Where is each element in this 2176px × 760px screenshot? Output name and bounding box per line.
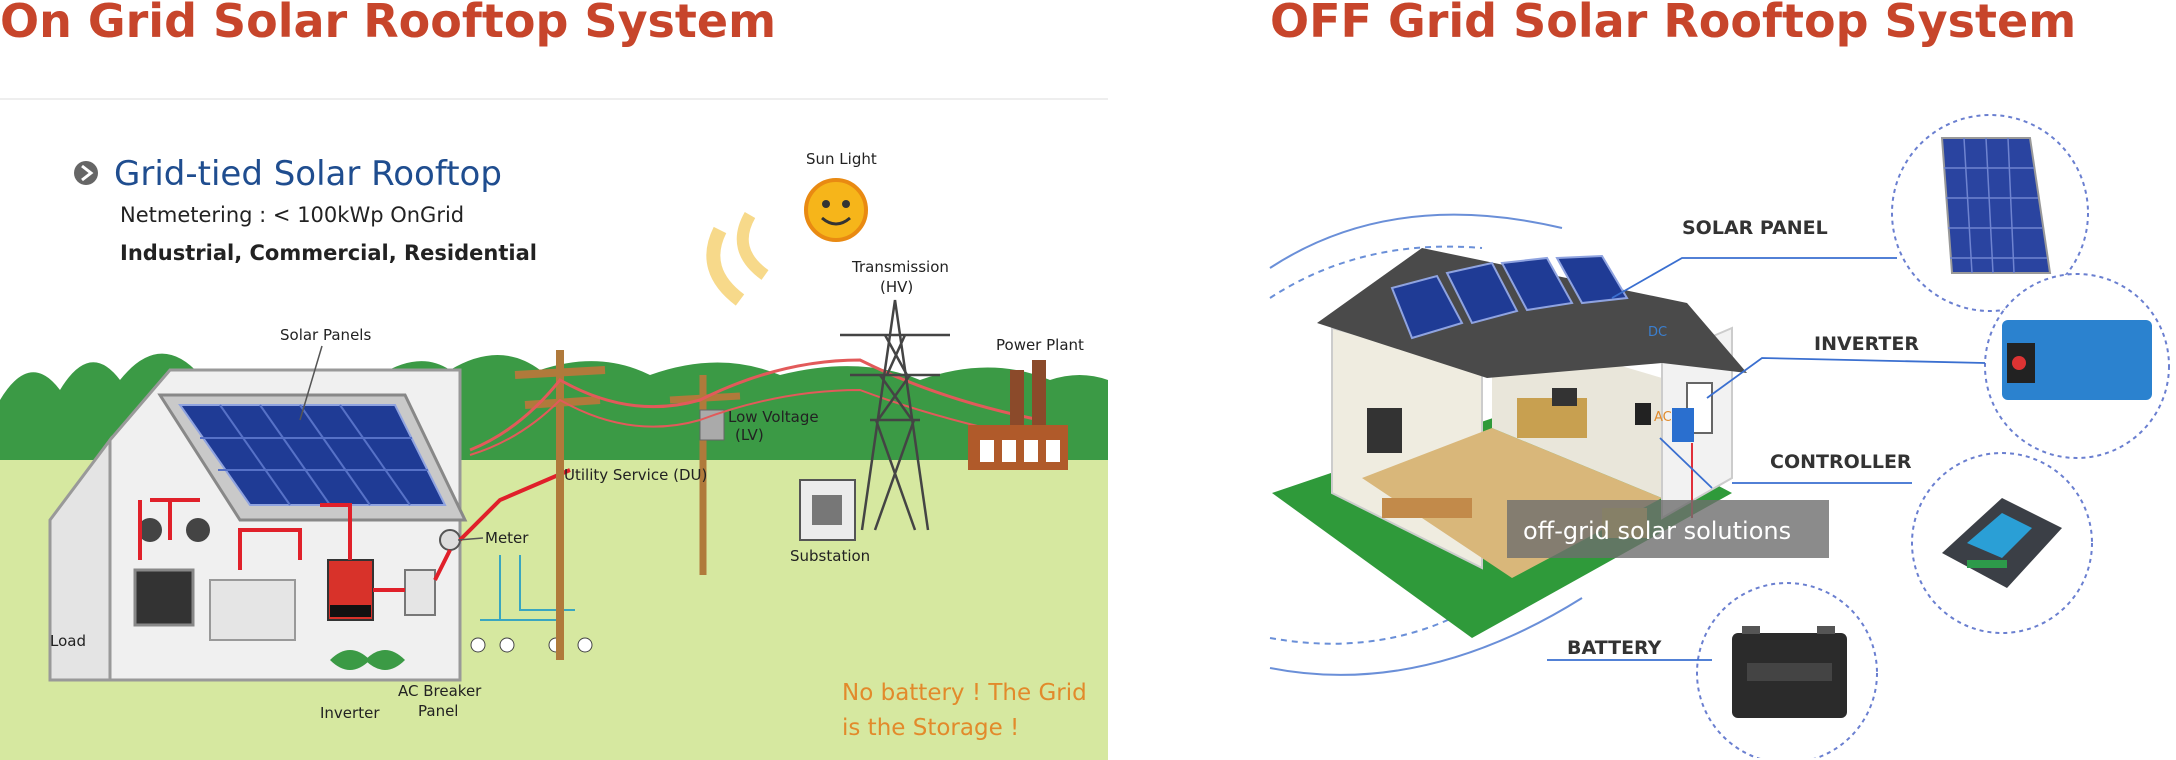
battery-label: BATTERY: [1567, 637, 1662, 659]
inverter-callout-label: INVERTER: [1814, 333, 1919, 355]
tv-icon: [133, 568, 195, 627]
lv-label: (LV): [735, 426, 764, 444]
substation-label: Substation: [790, 547, 870, 565]
solar-panel-label: SOLAR PANEL: [1682, 217, 1828, 239]
sun-icon: [804, 178, 868, 242]
utility-service-label: Utility Service (DU): [564, 466, 707, 484]
meter-icon: [439, 529, 461, 551]
ac-breaker-panel-label: Panel: [418, 702, 458, 720]
low-voltage-label: Low Voltage: [728, 408, 819, 426]
breaker-panel-icon: [404, 569, 436, 616]
meter-label: Meter: [485, 529, 529, 547]
inverter-device-icon: [2002, 320, 2152, 400]
wall-inverter-icon: [1672, 408, 1694, 442]
sun-label: Sun Light: [806, 150, 877, 168]
storage-note-line1: No battery ! The Grid: [842, 680, 1087, 706]
bed-icon: [1382, 498, 1472, 518]
dc-label: DC: [1648, 325, 1667, 340]
transmission-tower-icon: [840, 299, 950, 531]
on-grid-diagram: Grid-tied Solar Rooftop Netmetering : < …: [0, 98, 1108, 760]
lamp-icon: [138, 518, 162, 542]
washer-icon: [209, 579, 296, 641]
controller-label: CONTROLLER: [1770, 451, 1912, 473]
wall-controller-icon: [1635, 403, 1651, 425]
transmission-label: Transmission: [851, 258, 949, 276]
hv-label: (HV): [880, 278, 913, 296]
storage-note-line2: is the Storage !: [842, 715, 1019, 741]
off-grid-diagram: DC AC off-grid solar solutions SOLAR PAN…: [1262, 98, 2176, 758]
title-bullet-icon: [74, 161, 98, 185]
solar-panels-label: Solar Panels: [280, 326, 371, 344]
diagram-title: Grid-tied Solar Rooftop: [114, 154, 502, 194]
wall-tv-icon: [1367, 408, 1402, 453]
diagram-subtitle: Netmetering : < 100kWp OnGrid: [120, 203, 464, 227]
ac-label: AC: [1654, 410, 1672, 425]
off-grid-heading: OFF Grid Solar Rooftop System: [1270, 0, 2077, 48]
roof-solar-panels: [1390, 254, 1629, 340]
power-plant-label: Power Plant: [996, 336, 1084, 354]
diagram-sectors: Industrial, Commercial, Residential: [120, 241, 537, 265]
solar-panels: [178, 404, 447, 506]
computer-icon: [1552, 388, 1577, 406]
caption-box: [1507, 500, 1829, 558]
load-label: Load: [50, 632, 86, 650]
power-plant-icon: [968, 360, 1068, 470]
caption-text: off-grid solar solutions: [1523, 517, 1791, 545]
inverter-label: Inverter: [320, 704, 380, 722]
ac-breaker-label: AC Breaker: [398, 682, 482, 700]
on-grid-heading: On Grid Solar Rooftop System: [0, 0, 777, 48]
solar-panel-icon: [1940, 137, 2052, 274]
